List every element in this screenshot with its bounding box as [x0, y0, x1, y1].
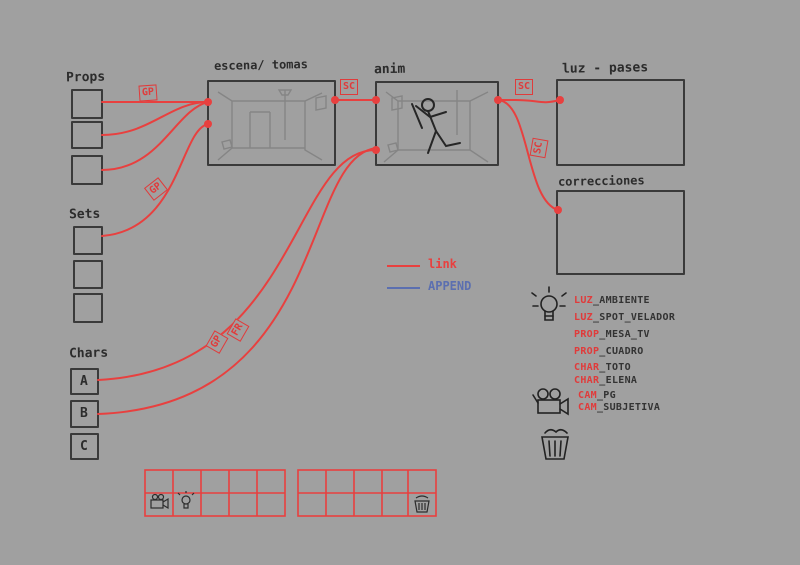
sc-tag-anim-luz: SC [515, 79, 533, 95]
camera-icon [533, 389, 568, 414]
asset-item: CHAR_TOTO [574, 362, 631, 373]
sets-box-3 [74, 294, 102, 322]
anim-room-sketch [384, 90, 488, 162]
props-box-3 [72, 156, 102, 184]
escena-label: escena/ tomas [214, 57, 308, 73]
asset-item: CAM_SUBJETIVA [578, 402, 660, 413]
stick-figure [412, 99, 460, 153]
sets-label: Sets [69, 207, 101, 223]
asset-item: PROP_CUADRO [574, 346, 644, 357]
bottom-grid-left [145, 470, 285, 516]
char-box-b-letter: B [80, 406, 88, 421]
correcciones-label: correcciones [558, 173, 645, 189]
grid-trash-icon [415, 496, 429, 512]
chars-label: Chars [69, 346, 108, 362]
gp-tag-props: GP [138, 84, 157, 101]
sets-box-1 [74, 227, 102, 254]
escena-room-sketch [218, 90, 326, 160]
asset-item: LUZ_SPOT_VELADOR [574, 312, 675, 323]
anim-label: anim [374, 62, 406, 78]
char-box-c-letter: C [80, 439, 88, 454]
sc-tag-anim-correcciones: SC [530, 138, 549, 159]
legend-append-label: APPEND [428, 279, 471, 293]
bottom-grid-right [298, 470, 436, 516]
props-box-2 [72, 122, 102, 148]
asset-item: CHAR_ELENA [574, 375, 637, 386]
char-box-a-letter: A [80, 374, 88, 389]
sc-tag-escena-anim: SC [340, 79, 358, 95]
correcciones-frame [557, 191, 684, 274]
link-curves [98, 100, 560, 414]
lightbulb-icon [532, 287, 566, 320]
luz-label: luz - pases [562, 60, 648, 77]
asset-item: LUZ_AMBIENTE [574, 295, 650, 306]
asset-item: CAM_PG [578, 390, 616, 401]
props-label: Props [66, 70, 105, 86]
legend-link-label: link [428, 257, 457, 271]
luz-frame [557, 80, 684, 165]
grid-camera-icon [151, 495, 168, 509]
sets-box-2 [74, 261, 102, 288]
props-box-1 [72, 90, 102, 118]
trash-icon [542, 430, 568, 459]
connection-dots [204, 96, 564, 214]
asset-item: PROP_MESA_TV [574, 329, 650, 340]
